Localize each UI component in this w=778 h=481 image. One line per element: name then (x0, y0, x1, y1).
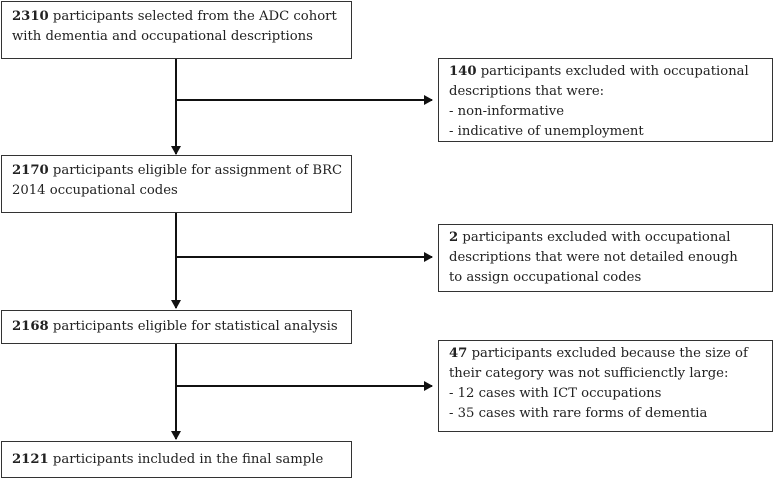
label-excluded-not-detailed-line2: descriptions that were not detailed enou… (449, 250, 738, 265)
label-final-sample: participants included in the final sampl… (52, 452, 324, 467)
label-selected-line2: with dementia and occupational descripti… (12, 29, 313, 44)
flow-box-eligible-analysis: 2168 participants eligible for statistic… (1, 310, 352, 344)
count-excluded-uninformative: 140 (449, 64, 477, 79)
label-eligible-coding-line2: 2014 occupational codes (12, 183, 178, 198)
exclusion-box-small-category: 47 participants excluded because the siz… (438, 340, 773, 432)
label-excluded-small-category-line2: their category was not sufficienctly lar… (449, 366, 729, 381)
label-excluded-small-category-line4: - 35 cases with rare forms of dementia (449, 406, 708, 421)
label-eligible-analysis: participants eligible for statistical an… (52, 319, 338, 334)
flow-box-final-sample: 2121 participants included in the final … (1, 441, 352, 478)
label-excluded-small-category-line1: participants excluded because the size o… (471, 346, 748, 361)
label-eligible-coding-line1: participants eligible for assignment of … (52, 163, 343, 178)
label-excluded-not-detailed-line1: participants excluded with occupational (462, 230, 731, 245)
count-eligible-analysis: 2168 (12, 319, 49, 334)
exclusion-box-uninformative: 140 participants excluded with occupatio… (438, 58, 773, 142)
flow-box-eligible-coding: 2170 participants eligible for assignmen… (1, 155, 352, 213)
label-excluded-uninformative-line1: participants excluded with occupational (480, 64, 749, 79)
count-eligible-coding: 2170 (12, 163, 49, 178)
exclusion-box-not-detailed: 2 participants excluded with occupationa… (438, 224, 773, 292)
label-excluded-small-category-line3: - 12 cases with ICT occupations (449, 386, 662, 401)
label-excluded-uninformative-line2: descriptions that were: (449, 84, 605, 99)
label-excluded-uninformative-line4: - indicative of unemployment (449, 124, 644, 139)
count-final-sample: 2121 (12, 452, 49, 467)
label-excluded-uninformative-line3: - non-informative (449, 104, 565, 119)
count-excluded-small-category: 47 (449, 346, 468, 361)
count-selected: 2310 (12, 9, 49, 24)
label-excluded-not-detailed-line3: to assign occupational codes (449, 270, 642, 285)
count-excluded-not-detailed: 2 (449, 230, 459, 245)
label-selected-line1: participants selected from the ADC cohor… (52, 9, 337, 24)
flow-box-selected: 2310 participants selected from the ADC … (1, 1, 352, 59)
